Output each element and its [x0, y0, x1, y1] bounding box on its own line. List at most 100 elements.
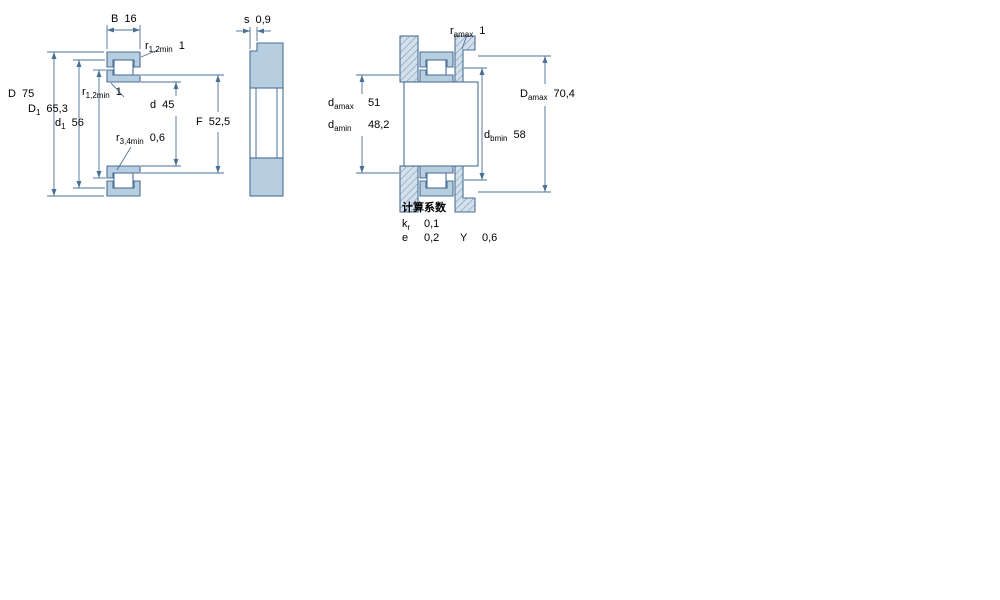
arrowhead — [173, 159, 179, 166]
leader-line-r12-top — [140, 49, 159, 58]
dim-label-s: s 0,9 — [244, 14, 271, 30]
arrowhead — [359, 166, 365, 173]
dim-symbol: r — [116, 132, 120, 144]
dim-value: 65,3 — [46, 103, 68, 115]
dim-symbol: d — [328, 119, 335, 131]
dim-label-Damax: Damax 70,4 — [520, 88, 575, 104]
dim-symbol: d — [484, 129, 491, 141]
dim-value: 1 — [479, 25, 486, 37]
dim-symbol: d — [55, 117, 62, 129]
dim-subscript: 1 — [35, 108, 41, 118]
side-view-bottom-ring — [249, 157, 284, 197]
factor-value: 0,2 — [424, 232, 440, 244]
inner-ring-top-section — [419, 69, 454, 83]
roller-top — [113, 59, 134, 76]
factor-symbol: e — [402, 232, 409, 244]
dim-value: 52,5 — [208, 116, 231, 128]
arrowhead — [479, 68, 485, 75]
arrowhead — [359, 75, 365, 82]
dim-value: 70,4 — [553, 88, 575, 100]
dim-symbol: D — [28, 103, 36, 115]
dimension-da — [356, 74, 399, 174]
factor-e: e 0,2 — [402, 232, 439, 248]
dim-value: 16 — [124, 13, 137, 25]
arrowhead — [542, 185, 548, 192]
inner-ring-bottom-section — [106, 165, 141, 179]
dim-subscript: amin — [334, 124, 352, 134]
dim-value: 0,6 — [149, 132, 165, 144]
arrowhead — [215, 166, 221, 173]
leader-line-r12-inner — [110, 82, 125, 98]
dim-value: 0,9 — [255, 14, 271, 26]
arrowhead — [257, 28, 264, 34]
dim-value: 48,2 — [368, 119, 390, 131]
dimension-Da — [478, 55, 551, 193]
dim-symbol: r — [145, 40, 149, 52]
arrowhead — [133, 27, 140, 33]
arrowhead — [76, 181, 82, 188]
abutment-view — [399, 35, 479, 213]
dim-value: 51 — [368, 97, 381, 109]
arrowhead — [173, 82, 179, 89]
dimension-D1 — [73, 59, 105, 189]
dim-symbol: D — [520, 88, 528, 100]
roller-top — [426, 59, 447, 76]
factor-symbol: Y — [460, 232, 468, 244]
dim-label-F: F 52,5 — [196, 116, 230, 132]
dim-value: 56 — [71, 117, 84, 129]
arrowhead — [107, 27, 114, 33]
dimension-d1 — [93, 69, 106, 179]
arrowhead — [76, 60, 82, 67]
roller-bottom — [426, 172, 447, 189]
dimension-db — [464, 67, 487, 181]
dim-subscript: amax — [527, 93, 548, 103]
dim-subscript: bmin — [490, 134, 508, 144]
roller-bottom — [113, 172, 134, 189]
factor-value: 0,1 — [424, 218, 440, 230]
leader-line-ramax — [461, 34, 468, 50]
arrowhead — [215, 75, 221, 82]
dim-label-D1: D1 65,3 — [28, 103, 68, 119]
shaft-shoulder-bottom — [454, 165, 476, 213]
side-view-top-ring — [249, 42, 284, 89]
shaft-shoulder-top — [454, 35, 476, 83]
factor-subscript: r — [407, 223, 411, 233]
dim-label-damin: damin 48,2 — [328, 119, 389, 135]
dim-label-d1: d1 56 — [55, 117, 84, 133]
dim-subscript: 1,2min — [85, 91, 110, 101]
dimension-s — [236, 27, 271, 49]
dim-subscript: amax — [334, 102, 354, 112]
dim-subscript: 1 — [61, 122, 66, 132]
arrowhead — [243, 28, 250, 34]
dim-symbol: F — [196, 116, 203, 128]
arrowhead — [542, 56, 548, 63]
side-view — [249, 42, 284, 197]
leader-line-r34 — [116, 146, 132, 171]
arrowhead — [96, 70, 102, 77]
shaft — [403, 81, 479, 167]
inner-ring-top-section — [106, 69, 141, 83]
dimension-D — [47, 51, 104, 197]
dim-value: 1 — [115, 86, 122, 98]
dimension-F — [141, 74, 224, 174]
arrowhead — [51, 189, 57, 196]
dim-value: 75 — [21, 88, 35, 100]
dimension-d — [141, 81, 181, 167]
side-view-middle — [249, 87, 284, 159]
dim-symbol: s — [244, 14, 250, 26]
calculation-factors-title: 计算系数 — [402, 202, 446, 214]
dimension-B — [106, 25, 141, 49]
dim-value: 45 — [162, 99, 175, 111]
arrowhead — [51, 52, 57, 59]
dim-subscript: 3,4min — [119, 137, 144, 147]
